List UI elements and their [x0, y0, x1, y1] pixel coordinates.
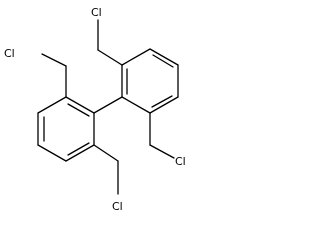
- atom-label-cl-bottom-left: Cl: [112, 200, 123, 213]
- atom-label-cl-top-left: Cl: [4, 47, 15, 60]
- double-bond-inner: [152, 54, 174, 68]
- ch2-cl-bond-bottom-right: [149, 144, 175, 159]
- bond: [65, 96, 95, 114]
- atom-label-cl-top-right: Cl: [91, 6, 102, 19]
- bond: [121, 96, 151, 114]
- left-benzene-ring: [37, 96, 95, 162]
- ch2-bond-top-right: [97, 49, 123, 66]
- atom-label-cl-bottom-right: Cl: [175, 155, 186, 168]
- bond: [121, 48, 151, 66]
- ch2-cl-bond-top-left: [41, 53, 67, 67]
- double-bond-inner: [67, 142, 90, 156]
- right-benzene-ring: [121, 48, 179, 114]
- bond: [37, 144, 67, 162]
- structure-canvas: Cl Cl Cl Cl: [4, 6, 186, 213]
- double-bond-inner: [151, 95, 173, 108]
- bond: [149, 96, 179, 114]
- bond: [65, 144, 95, 162]
- bond: [37, 96, 67, 114]
- bond: [149, 48, 179, 66]
- biaryl-bond: [93, 96, 123, 114]
- molecule-structure: Cl Cl Cl Cl: [4, 6, 186, 213]
- double-bond-inner: [67, 103, 90, 117]
- ch2-bond-bottom-left: [93, 144, 119, 162]
